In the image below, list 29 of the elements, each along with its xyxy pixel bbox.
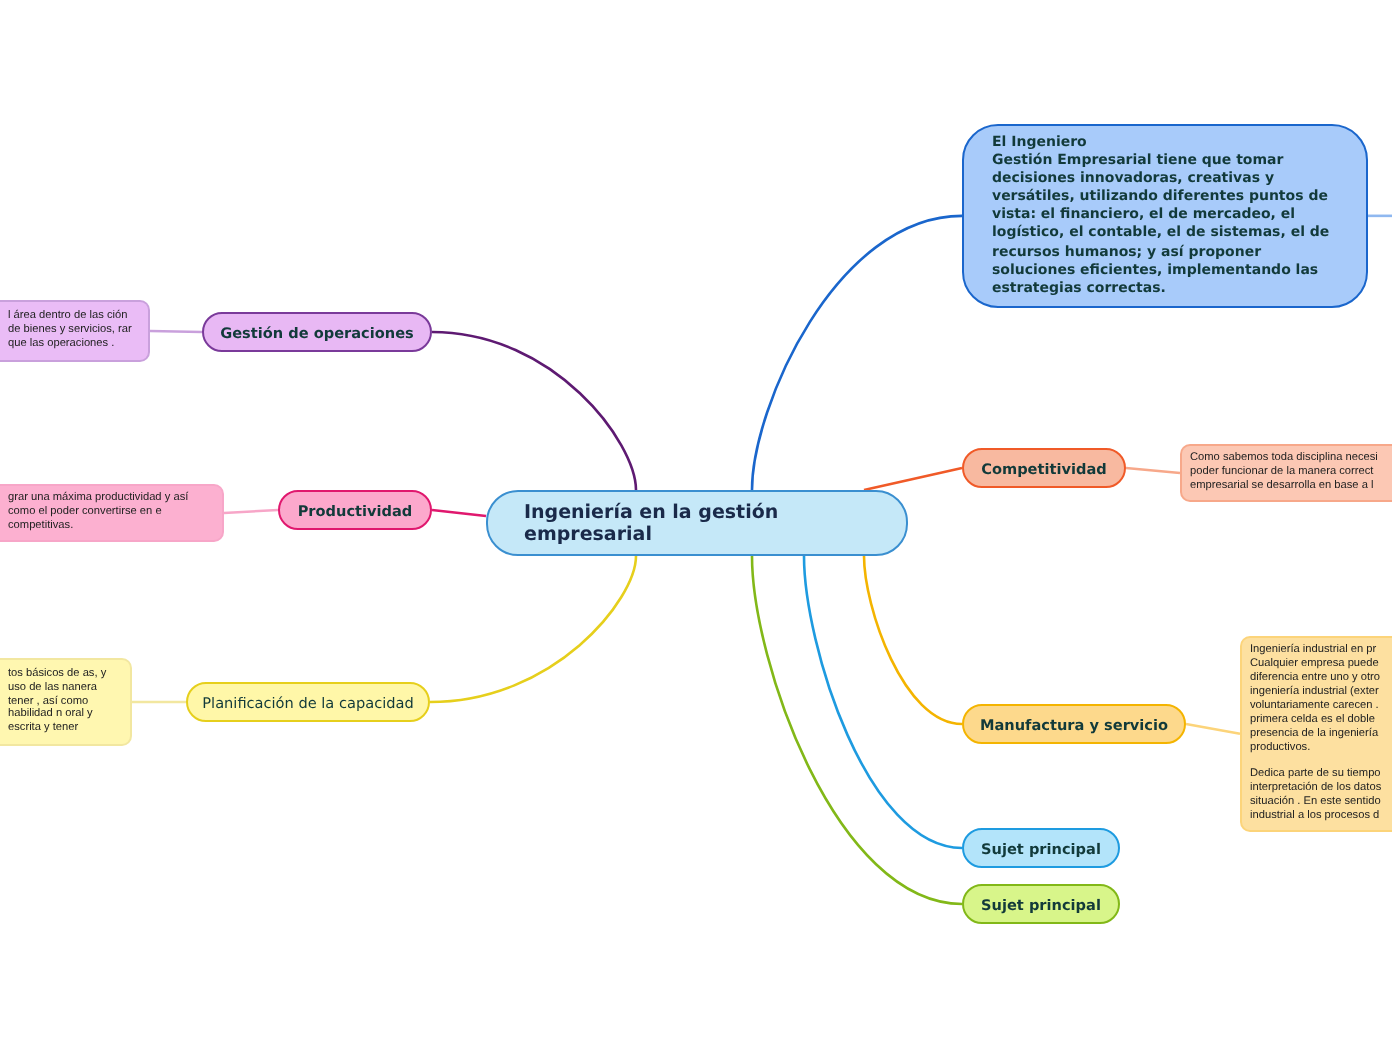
note-box (0, 658, 132, 746)
note-box (0, 300, 150, 362)
topic-label: Ingeniería en la gestión empresarial (524, 501, 781, 545)
topic-box (278, 490, 432, 530)
connector-line (1368, 214, 1392, 218)
connector-line (431, 508, 487, 518)
topic-box (962, 448, 1126, 488)
connector-line (862, 555, 963, 726)
connector-line (863, 466, 963, 492)
note-box (1240, 636, 1392, 832)
central-topic-box (486, 490, 908, 556)
connector-line (429, 555, 638, 704)
connector-line (750, 214, 963, 491)
connector-line (132, 700, 186, 704)
note-box (1180, 444, 1392, 502)
topic-box (962, 884, 1120, 924)
main-topic-box (962, 124, 1368, 308)
connector-line (1185, 722, 1241, 736)
connector-line (802, 555, 963, 850)
topic-box (962, 704, 1186, 744)
connector-line (1125, 466, 1181, 475)
topic-box (202, 312, 432, 352)
topic-box (962, 828, 1120, 868)
connector-line (431, 330, 638, 491)
connector-line (149, 329, 203, 334)
note-box (0, 484, 224, 542)
connector-line (223, 508, 279, 515)
topic-box (186, 682, 430, 722)
connector-line (750, 555, 963, 906)
